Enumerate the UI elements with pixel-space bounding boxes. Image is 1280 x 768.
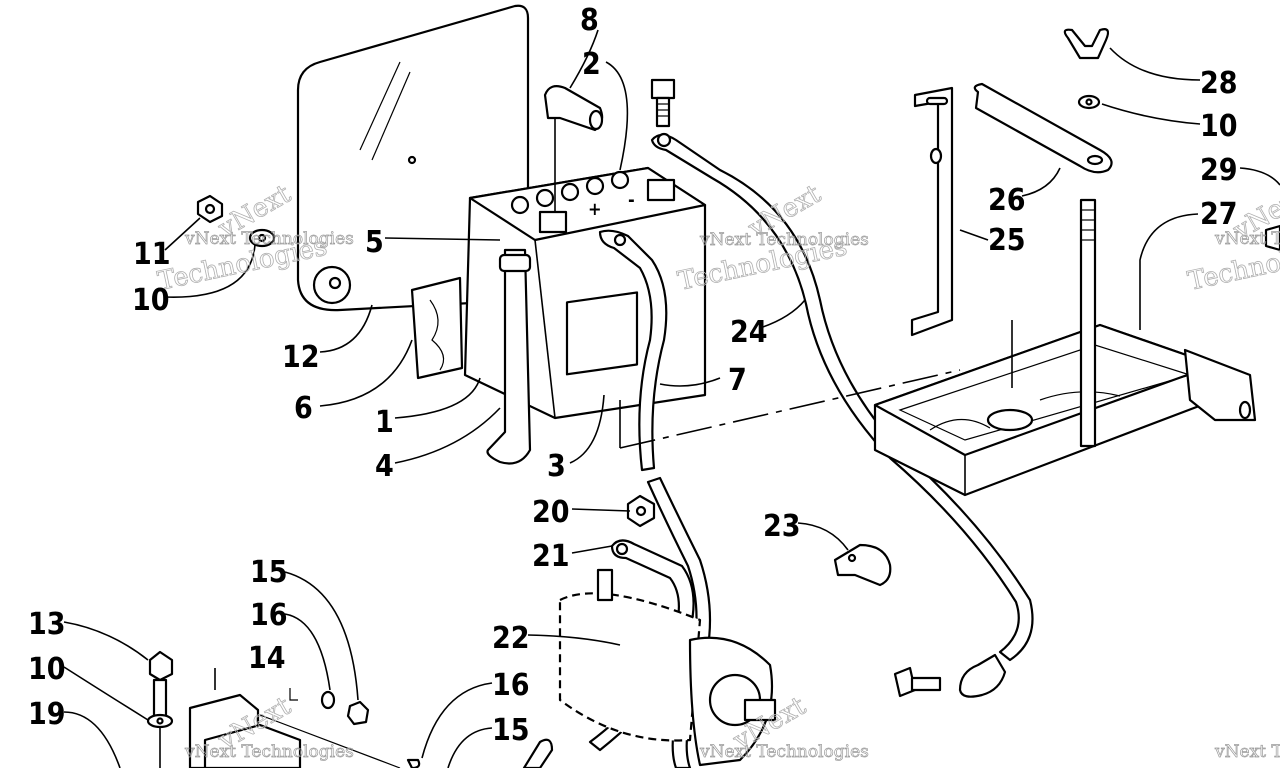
svg-text:vNext Technologies: vNext Technologies bbox=[184, 229, 354, 249]
battery: + - bbox=[463, 166, 707, 420]
nut-right-edge bbox=[1264, 224, 1280, 252]
strap bbox=[910, 86, 954, 337]
starter-motor bbox=[558, 568, 777, 767]
callout-labels: 8 2 5 12 6 1 4 3 7 11 10 24 28 10 29 27 … bbox=[28, 3, 1238, 748]
leader-lines bbox=[63, 29, 1280, 768]
hold-down-bracket bbox=[973, 82, 1113, 174]
callout-27: 27 bbox=[1200, 197, 1238, 232]
callout-24: 24 bbox=[730, 315, 768, 350]
positive-cable bbox=[598, 229, 668, 472]
callout-4: 4 bbox=[375, 449, 394, 484]
callout-19: 19 bbox=[28, 697, 66, 732]
callout-10-right: 10 bbox=[1200, 109, 1238, 144]
callout-5: 5 bbox=[365, 225, 384, 260]
battery-cell-caps bbox=[510, 170, 630, 215]
vent-tube bbox=[486, 248, 532, 465]
callout-22: 22 bbox=[492, 621, 530, 656]
callout-25: 25 bbox=[988, 223, 1026, 258]
callout-26: 26 bbox=[988, 183, 1026, 218]
callout-15-bottom: 15 bbox=[492, 713, 530, 748]
callout-2: 2 bbox=[582, 47, 601, 82]
cable-bolt bbox=[650, 78, 676, 128]
threaded-rod bbox=[1079, 198, 1097, 448]
battery-tray bbox=[873, 323, 1257, 497]
callout-14: 14 bbox=[248, 641, 286, 676]
callout-12: 12 bbox=[282, 340, 320, 375]
callout-16-top: 16 bbox=[250, 598, 288, 633]
svg-text:vNext Technologies: vNext Technologies bbox=[699, 230, 869, 250]
relay-assembly bbox=[146, 650, 421, 768]
negative-cable bbox=[650, 132, 1034, 698]
callout-13: 13 bbox=[28, 607, 66, 642]
svg-text:vNext Technologies: vNext Technologies bbox=[184, 742, 354, 762]
callout-6: 6 bbox=[294, 391, 313, 426]
callout-29: 29 bbox=[1200, 153, 1238, 188]
callout-3: 3 bbox=[547, 449, 566, 484]
terminal-boot bbox=[543, 85, 604, 212]
svg-text:+: + bbox=[588, 199, 602, 220]
callout-7: 7 bbox=[728, 363, 747, 398]
nut-and-washer bbox=[196, 194, 276, 248]
starter-nut bbox=[626, 494, 656, 528]
callout-10-bottom: 10 bbox=[28, 652, 66, 687]
callout-10-left: 10 bbox=[132, 283, 170, 318]
wing-nut bbox=[1063, 28, 1110, 110]
callout-8: 8 bbox=[580, 3, 599, 38]
alignment-lines bbox=[619, 320, 1013, 449]
svg-text:vNext Technologies: vNext Technologies bbox=[699, 742, 869, 762]
callout-28: 28 bbox=[1200, 66, 1238, 101]
callout-16-bottom: 16 bbox=[492, 668, 530, 703]
callout-11: 11 bbox=[133, 237, 171, 272]
callout-21: 21 bbox=[532, 539, 570, 574]
callout-20: 20 bbox=[532, 495, 570, 530]
cable-clip bbox=[833, 543, 892, 587]
callout-15-top: 15 bbox=[250, 555, 288, 590]
svg-text:vNext Technologies: vNext Technologies bbox=[1214, 229, 1280, 249]
battery-pad bbox=[410, 276, 464, 380]
svg-text:vNext Technologies: vNext Technologies bbox=[1214, 742, 1280, 762]
svg-text:-: - bbox=[628, 190, 635, 211]
ground-bolt bbox=[893, 666, 942, 698]
callout-23: 23 bbox=[763, 509, 801, 544]
callout-1: 1 bbox=[375, 405, 394, 440]
